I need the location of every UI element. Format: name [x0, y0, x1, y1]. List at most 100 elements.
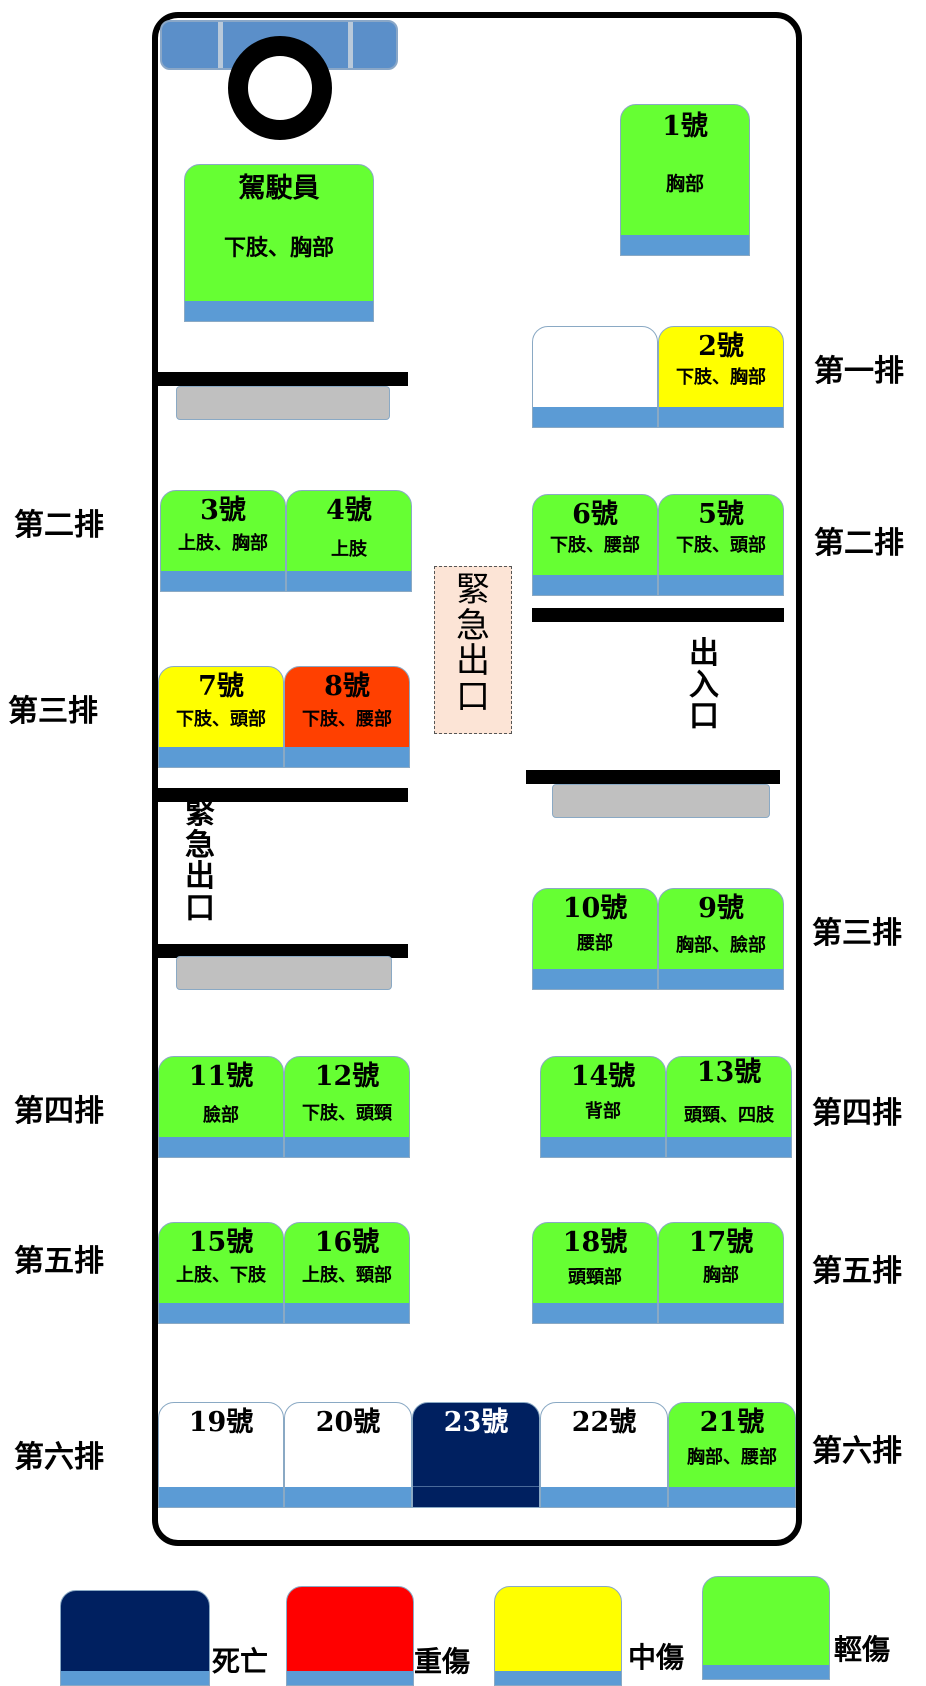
row-label-left: 第六排	[14, 1440, 104, 1475]
divider-bar	[158, 372, 408, 386]
row-label-right: 第一排	[814, 354, 904, 389]
seat-14: 14號 背部	[540, 1056, 666, 1158]
seat-1-injury: 胸部	[665, 173, 704, 195]
seat-21-injury: 胸部、腰部	[687, 1447, 777, 1468]
seat-1: 1號 胸部	[620, 104, 750, 256]
seat-2: 2號 下肢、胸部	[658, 326, 784, 428]
seat-7-label: 7號	[198, 671, 244, 702]
emergency-exit-center: 緊急出口	[434, 566, 512, 734]
row-label-right: 第三排	[812, 916, 902, 951]
seat-3-label: 3號	[200, 495, 246, 526]
seat-3: 3號 上肢、胸部	[160, 490, 286, 592]
step	[552, 784, 770, 818]
seat-6: 6號 下肢、腰部	[532, 494, 658, 596]
seat-19-label: 19號	[188, 1407, 254, 1438]
seat-16: 16號 上肢、頸部	[284, 1222, 410, 1324]
seat-18-label: 18號	[562, 1227, 628, 1258]
seat-6-injury: 下肢、腰部	[550, 535, 640, 556]
legend-swatch-minor	[702, 1576, 830, 1680]
legend-swatch-death	[60, 1590, 210, 1686]
seat-21-label: 21號	[699, 1407, 765, 1438]
bus-outline	[152, 12, 802, 1546]
seat-16-injury: 上肢、頸部	[302, 1265, 392, 1286]
windshield-divider	[348, 22, 353, 68]
divider-bar	[532, 608, 784, 622]
seat-20-label: 20號	[315, 1407, 381, 1438]
seat-9-injury: 胸部、臉部	[676, 935, 766, 956]
legend-label-death: 死亡	[212, 1645, 269, 1678]
seat-23: 23號	[412, 1402, 540, 1508]
seat-12: 12號 下肢、頭頸	[284, 1056, 410, 1158]
seat-9: 9號 胸部、臉部	[658, 888, 784, 990]
seat-2-label: 2號	[698, 331, 744, 362]
seat-11-label: 11號	[188, 1061, 254, 1092]
seat-20: 20號	[284, 1402, 412, 1508]
windshield-divider	[218, 22, 223, 68]
seat-8-label: 8號	[324, 671, 370, 702]
seat-8-injury: 下肢、腰部	[302, 709, 392, 730]
steering-wheel-icon	[228, 36, 332, 140]
legend-swatch-moderate	[494, 1586, 622, 1686]
seat-17-label: 17號	[688, 1227, 754, 1258]
divider-bar	[158, 944, 408, 958]
seat-5: 5號 下肢、頭部	[658, 494, 784, 596]
seat-10-injury: 腰部	[577, 933, 613, 954]
seat-17-injury: 胸部	[703, 1265, 739, 1286]
legend-label-moderate: 中傷	[628, 1641, 685, 1674]
seat-driver-injury: 下肢、胸部	[223, 235, 334, 261]
row-label-left: 第二排	[14, 508, 104, 543]
divider-bar	[526, 770, 780, 784]
legend-label-serious: 重傷	[414, 1645, 471, 1678]
seat-15-label: 15號	[188, 1227, 254, 1258]
seat-13: 13號 頭頸、四肢	[666, 1056, 792, 1158]
row-label-left: 第四排	[14, 1094, 104, 1129]
seat-22-label: 22號	[571, 1407, 637, 1438]
seat-11-injury: 臉部	[203, 1105, 239, 1126]
seat-4-injury: 上肢	[331, 539, 367, 560]
step	[176, 386, 390, 420]
row-label-left: 第五排	[14, 1244, 104, 1279]
seat-driver-label: 駕駛員	[238, 173, 320, 204]
row-label-right: 第五排	[812, 1254, 902, 1289]
divider-bar	[158, 788, 408, 802]
seat-1-label: 1號	[662, 111, 708, 142]
seat-21: 21號 胸部、腰部	[668, 1402, 796, 1508]
seat-6-label: 6號	[572, 499, 618, 530]
seat-13-label: 13號	[696, 1057, 762, 1088]
emergency-exit-center-label: 緊急出口	[456, 570, 490, 718]
seat-8: 8號 下肢、腰部	[284, 666, 410, 768]
entrance-label: 出入口	[689, 636, 719, 734]
seat-16-label: 16號	[314, 1227, 380, 1258]
emergency-exit-left-label: 緊急出口	[185, 796, 215, 926]
seat-18: 18號 頭頸部	[532, 1222, 658, 1324]
seat-18-injury: 頭頸部	[568, 1267, 622, 1288]
seat-5-label: 5號	[698, 499, 744, 530]
seat-19: 19號	[158, 1402, 284, 1508]
seat-14-label: 14號	[570, 1061, 636, 1092]
row-label-right: 第二排	[814, 526, 904, 561]
row-label-right: 第四排	[812, 1096, 902, 1131]
seat-17: 17號 胸部	[658, 1222, 784, 1324]
seat-23-label: 23號	[443, 1407, 509, 1438]
step	[176, 956, 392, 990]
seat-10-label: 10號	[562, 893, 628, 924]
seat-11: 11號 臉部	[158, 1056, 284, 1158]
row-label-left: 第三排	[8, 694, 98, 729]
seat-4-label: 4號	[326, 495, 372, 526]
seat-10: 10號 腰部	[532, 888, 658, 990]
legend-swatch-serious	[286, 1586, 414, 1686]
seat-22: 22號	[540, 1402, 668, 1508]
seat-15: 15號 上肢、下肢	[158, 1222, 284, 1324]
seat-2-injury: 下肢、胸部	[676, 367, 766, 388]
seat-9-label: 9號	[698, 893, 744, 924]
seat-12-label: 12號	[314, 1061, 380, 1092]
seat-13-injury: 頭頸、四肢	[684, 1105, 774, 1126]
legend-label-minor: 輕傷	[834, 1633, 891, 1666]
seat-3-injury: 上肢、胸部	[178, 533, 268, 554]
seat-7-injury: 下肢、頭部	[176, 709, 266, 730]
seat-empty	[532, 326, 658, 428]
seat-15-injury: 上肢、下肢	[176, 1265, 266, 1286]
seat-12-injury: 下肢、頭頸	[302, 1103, 392, 1124]
seat-4: 4號 上肢	[286, 490, 412, 592]
seat-7: 7號 下肢、頭部	[158, 666, 284, 768]
